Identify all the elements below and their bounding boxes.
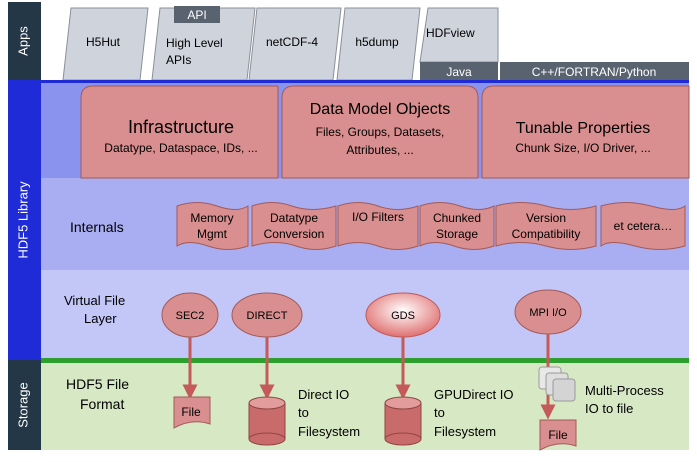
storage-band — [41, 363, 689, 450]
apps-row: H5Hut API High Level APIs netCDF-4 h5dum… — [62, 6, 689, 81]
high-level-line1: High Level — [166, 36, 223, 50]
direct-io-line2: to — [298, 405, 309, 420]
io-filters-box — [337, 202, 419, 250]
storage-label-1: HDF5 File — [66, 376, 129, 392]
app-netcdf-label: netCDF-4 — [266, 35, 318, 49]
storage-side-label: Storage — [15, 382, 30, 428]
storage-divider — [41, 358, 689, 363]
high-level-line2: APIs — [166, 53, 191, 67]
app-h5hut-label: H5Hut — [86, 35, 121, 49]
storage-label-2: Format — [80, 396, 124, 412]
version-line1: Version — [526, 211, 566, 225]
direct-io-line3: Filesystem — [298, 424, 360, 439]
multi-process-stack-icon — [538, 366, 576, 402]
multi-process-line2: IO to file — [585, 401, 633, 416]
mpiio-label: MPI I/O — [529, 307, 567, 319]
direct-io-line1: Direct IO — [298, 387, 349, 402]
dmo-subtitle-2: Attributes, ... — [346, 143, 413, 157]
io-filters-label: I/O Filters — [352, 210, 404, 224]
java-bar — [420, 62, 498, 80]
cpp-label: C++/FORTRAN/Python — [532, 65, 657, 79]
datatype-line2: Conversion — [264, 227, 325, 241]
gpu-io-line2: to — [434, 405, 445, 420]
gpu-io-line1: GPUDirect IO — [434, 387, 513, 402]
direct-filesystem-cylinder-icon — [248, 396, 286, 446]
dmo-title: Data Model Objects — [310, 101, 451, 118]
data-model-row: Infrastructure Datatype, Dataspace, IDs,… — [80, 85, 690, 179]
internals-row: Internals Memory Mgmt Datatype Conversio… — [70, 202, 686, 250]
app-hdfview-label: HDFview — [426, 26, 475, 40]
version-compatibility-box — [495, 202, 597, 250]
tunable-subtitle: Chunk Size, I/O Driver, ... — [515, 141, 650, 155]
vfl-row: Virtual File Layer SEC2 DIRECT GDS MPI I… — [64, 289, 582, 338]
chunked-line1: Chunked — [433, 211, 481, 225]
dmo-subtitle-1: Files, Groups, Datasets, — [316, 125, 445, 139]
tunable-properties-box — [481, 85, 690, 179]
file-icon — [173, 396, 211, 429]
memory-mgmt-box — [176, 202, 249, 250]
chunked-storage-box — [419, 202, 495, 250]
datatype-line1: Datatype — [270, 211, 318, 225]
datatype-conversion-box — [251, 202, 337, 250]
multi-process-line1: Multi-Process — [585, 383, 664, 398]
vfl-band — [41, 270, 689, 360]
cpp-bar — [500, 62, 689, 80]
file-icon-mpi — [539, 419, 577, 451]
tunable-title: Tunable Properties — [516, 120, 651, 137]
api-tab — [174, 6, 220, 23]
api-tab-label: API — [187, 8, 206, 22]
version-line2: Compatibility — [512, 227, 581, 241]
app-h5dump-label: h5dump — [355, 35, 399, 49]
file1-label: File — [181, 405, 201, 419]
storage-side-strip — [8, 360, 41, 450]
library-side-strip — [8, 80, 41, 360]
et-cetera-box — [600, 202, 686, 250]
infrastructure-box — [80, 85, 279, 179]
memory-line1: Memory — [190, 211, 233, 225]
memory-line2: Mgmt — [197, 227, 228, 241]
infrastructure-subtitle: Datatype, Dataspace, IDs, ... — [104, 141, 257, 155]
direct-label: DIRECT — [247, 310, 288, 322]
java-label: Java — [446, 65, 472, 79]
vfl-label-1: Virtual File — [64, 293, 125, 308]
apps-library-divider — [41, 80, 689, 83]
file2-label: File — [548, 428, 568, 442]
gpu-io-line3: Filesystem — [434, 424, 496, 439]
et-cetera-label: et cetera… — [614, 219, 673, 233]
data-model-objects-box — [281, 85, 479, 179]
apps-side-strip — [8, 2, 41, 80]
infrastructure-title: Infrastructure — [128, 117, 234, 137]
gpudirect-filesystem-cylinder-icon — [384, 396, 422, 446]
vfl-label-2: Layer — [84, 311, 117, 326]
gds-label: GDS — [391, 310, 415, 322]
internals-label: Internals — [70, 219, 124, 235]
library-side-label: HDF5 Library — [15, 181, 30, 259]
chunked-line2: Storage — [436, 227, 478, 241]
storage-row: HDF5 File Format File Direct IO to Files… — [66, 366, 664, 451]
sec2-label: SEC2 — [176, 310, 205, 322]
apps-side-label: Apps — [15, 26, 30, 56]
